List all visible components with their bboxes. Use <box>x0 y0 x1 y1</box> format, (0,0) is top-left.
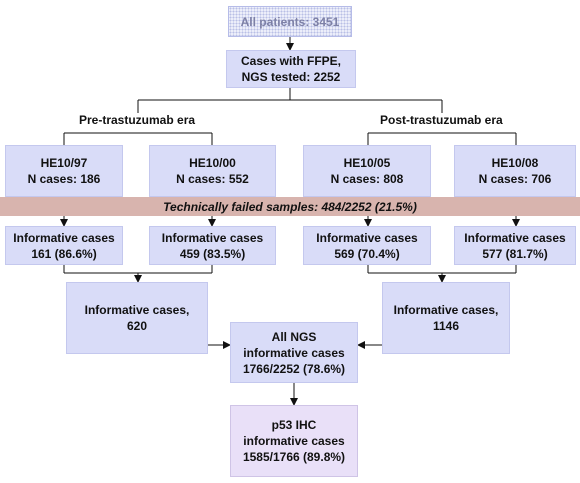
trial-box-he10-00: HE10/00 N cases: 552 <box>149 145 276 197</box>
technically-failed-text: Technically failed samples: 484/2252 (21… <box>163 199 417 214</box>
all-patients-box: All patients: 3451 <box>228 6 352 37</box>
pooled-post-box: Informative cases, 1146 <box>382 282 510 354</box>
trial-cases: N cases: 808 <box>330 172 404 186</box>
all-ngs-line-3: 1766/2252 (78.6%) <box>242 361 346 376</box>
ffpe-line-2: NGS tested: 2252 <box>241 70 341 84</box>
informative-value: 459 (83.5%) <box>179 246 246 261</box>
ffpe-ngs-box: Cases with FFPE, NGS tested: 2252 <box>226 50 356 88</box>
pooled-pre-line-2: 620 <box>126 319 148 333</box>
pooled-pre-box: Informative cases, 620 <box>66 282 208 354</box>
trial-name: HE10/97 <box>40 156 88 170</box>
pooled-post-line-2: 1146 <box>432 319 460 333</box>
p53-ihc-box: p53 IHC informative cases 1585/1766 (89.… <box>230 405 358 477</box>
informative-label: Informative cases <box>464 230 566 245</box>
trial-name: HE10/00 <box>189 156 236 170</box>
informative-label: Informative cases <box>161 230 264 245</box>
pooled-post-line-1: Informative cases, <box>393 303 499 317</box>
p53-line-1: p53 IHC <box>271 418 317 432</box>
informative-value: 161 (86.6%) <box>31 246 97 261</box>
all-ngs-line-2: informative cases <box>243 345 345 360</box>
informative-value: 569 (70.4%) <box>334 246 400 261</box>
trial-box-he10-08: HE10/08 N cases: 706 <box>454 145 576 197</box>
post-trastuzumab-label: Post-trastuzumab era <box>377 113 506 127</box>
trial-box-he10-05: HE10/05 N cases: 808 <box>303 145 431 197</box>
ffpe-line-1: Cases with FFPE, <box>240 54 342 68</box>
p53-line-3: 1585/1766 (89.8%) <box>242 450 346 464</box>
p53-line-2: informative cases <box>243 434 345 448</box>
informative-box-he10-05: Informative cases 569 (70.4%) <box>303 226 431 265</box>
informative-box-he10-97: Informative cases 161 (86.6%) <box>5 226 123 265</box>
all-ngs-box: All NGS informative cases 1766/2252 (78.… <box>230 322 358 383</box>
all-ngs-line-1: All NGS <box>271 329 317 344</box>
pooled-pre-line-1: Informative cases, <box>84 303 190 317</box>
trial-cases: N cases: 552 <box>176 172 249 186</box>
informative-value: 577 (81.7%) <box>482 246 548 261</box>
trial-box-he10-97: HE10/97 N cases: 186 <box>5 145 123 197</box>
pre-trastuzumab-label: Pre-trastuzumab era <box>76 113 199 127</box>
informative-label: Informative cases <box>13 230 115 245</box>
trial-name: HE10/08 <box>491 156 539 170</box>
informative-box-he10-00: Informative cases 459 (83.5%) <box>149 226 276 265</box>
technically-failed-band: Technically failed samples: 484/2252 (21… <box>0 197 580 216</box>
trial-cases: N cases: 706 <box>478 172 552 186</box>
all-patients-text: All patients: 3451 <box>240 14 340 29</box>
trial-name: HE10/05 <box>343 156 391 170</box>
informative-label: Informative cases <box>316 230 418 245</box>
trial-cases: N cases: 186 <box>27 172 101 186</box>
informative-box-he10-08: Informative cases 577 (81.7%) <box>454 226 576 265</box>
